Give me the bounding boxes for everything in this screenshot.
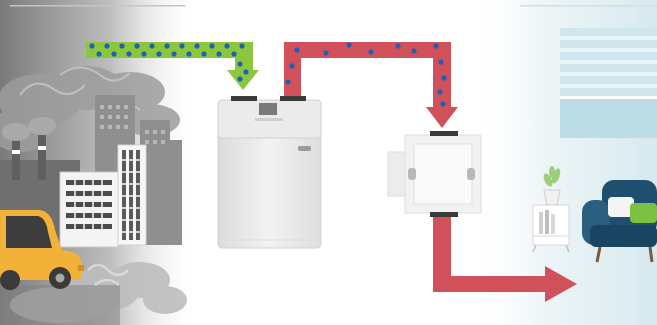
air-particle — [149, 43, 155, 49]
sofa-pillow — [608, 197, 634, 217]
air-particle — [194, 43, 200, 49]
air-particle — [156, 51, 162, 57]
plant-shelf — [532, 166, 570, 253]
chimney — [38, 135, 46, 180]
box-inlet-port — [430, 131, 458, 136]
air-particle — [104, 43, 110, 49]
air-particle — [323, 50, 329, 56]
plant-pot — [543, 189, 561, 206]
air-purification-unit — [217, 96, 322, 249]
air-particle — [368, 49, 374, 55]
office-building — [59, 171, 119, 248]
tower-building — [117, 144, 147, 246]
car-wheel — [0, 270, 20, 290]
air-particle — [438, 59, 444, 65]
air-particle — [216, 51, 222, 57]
air-particle — [237, 76, 243, 82]
box-outlet-port — [430, 212, 458, 217]
air-particle — [441, 75, 447, 81]
air-particle — [171, 51, 177, 57]
air-particle — [134, 43, 140, 49]
top-frame-line — [520, 5, 657, 7]
plant-leaves — [543, 166, 561, 187]
air-particle — [96, 51, 102, 57]
air-particle — [141, 51, 147, 57]
air-particle — [186, 51, 192, 57]
air-particle — [201, 51, 207, 57]
air-particle — [289, 63, 295, 69]
air-particle — [294, 47, 300, 53]
air-particle — [395, 43, 401, 49]
air-particle — [243, 69, 249, 75]
yellow-car — [0, 210, 84, 290]
air-particle — [89, 43, 95, 49]
chimney — [12, 140, 20, 180]
sofa-pillow — [630, 203, 657, 223]
air-particle — [224, 43, 230, 49]
air-distribution-box — [387, 131, 482, 217]
window-blinds — [560, 28, 657, 138]
air-particle — [119, 43, 125, 49]
air-particle — [437, 89, 443, 95]
air-particle — [164, 43, 170, 49]
air-particle — [285, 79, 291, 85]
distant-windows — [100, 105, 165, 144]
control-panel — [259, 103, 277, 115]
air-particle — [126, 51, 132, 57]
intake-port — [231, 96, 257, 101]
outlet-port — [280, 96, 306, 101]
intake-particles — [89, 43, 249, 82]
outlet-arrow — [433, 217, 577, 302]
air-particle — [411, 48, 417, 54]
air-particle — [433, 43, 439, 49]
air-particle — [231, 51, 237, 57]
air-particle — [440, 101, 446, 107]
sofa — [582, 180, 657, 263]
air-particle — [237, 61, 243, 67]
air-particle — [179, 43, 185, 49]
air-particle — [209, 43, 215, 49]
air-particle — [346, 42, 352, 48]
brand-badge — [298, 146, 311, 151]
air-particle — [111, 51, 117, 57]
road — [0, 285, 120, 325]
supply-particles — [285, 42, 447, 107]
air-particle — [239, 43, 245, 49]
clean-room-panel — [470, 0, 657, 325]
supply-arrow — [284, 42, 458, 128]
box-clip — [408, 168, 475, 180]
car-exhaust — [87, 263, 129, 286]
top-frame-line — [10, 5, 185, 7]
